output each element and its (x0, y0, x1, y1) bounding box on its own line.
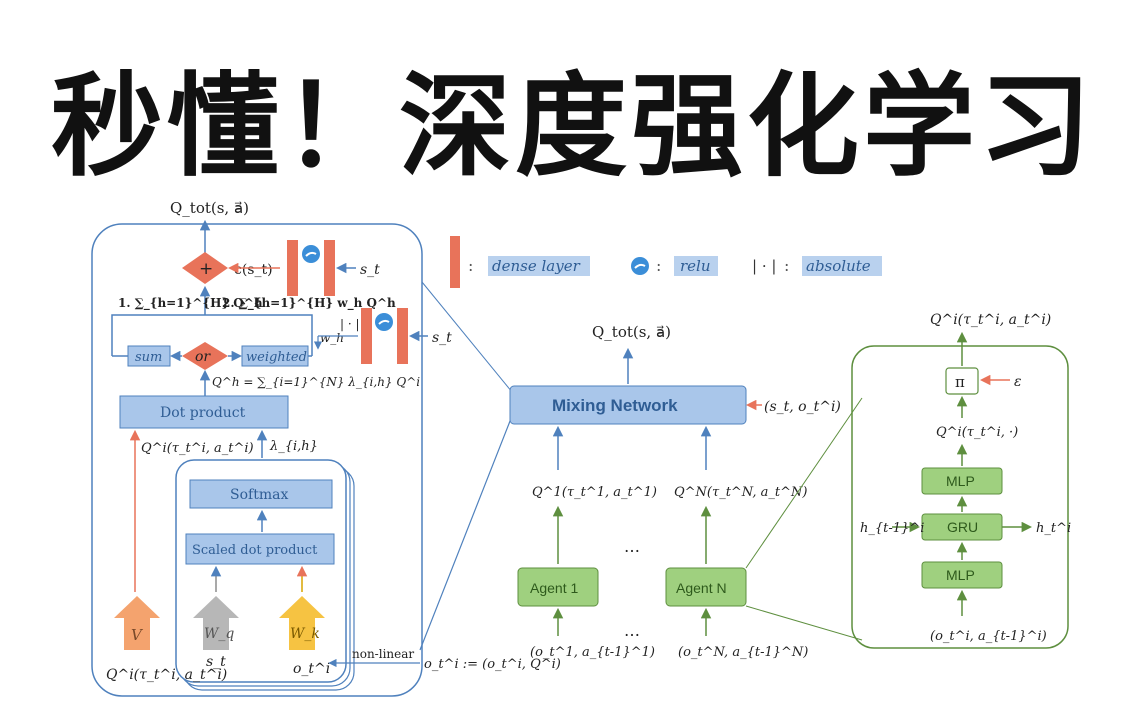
h-in-label: h_{t-1}^i (860, 521, 924, 536)
bottom-oi-label: o_t^i (293, 661, 330, 677)
attention-frame (91, 223, 423, 697)
v-label: V (131, 626, 144, 644)
legend-abs-label: absolute (806, 257, 871, 275)
weighted-label: weighted (246, 350, 307, 365)
wq-label: W_q (204, 626, 234, 642)
agent-1-label: Agent 1 (530, 580, 578, 596)
mixing-input-label: (s_t, o_t^i) (764, 399, 841, 415)
dense-layer-icon (450, 236, 460, 288)
dense-layer-icon (324, 240, 335, 296)
pi-box (945, 367, 979, 395)
softmax-label: Softmax (230, 487, 288, 503)
obs-n-label: (o_t^N, a_{t-1}^N) (678, 645, 808, 660)
agent-n-label: Agent N (676, 580, 727, 596)
wh-label: w_h (320, 331, 344, 345)
attn-qtot-label: Q_tot(s, a⃗) (170, 199, 249, 217)
gru-label: GRU (947, 519, 978, 535)
mlp-top-box (921, 467, 1003, 495)
dense-layer-icon (361, 308, 372, 364)
or-node (182, 342, 228, 370)
legend-abs-symbol: | · | (752, 257, 776, 275)
q1-label: Q^1(τ_t^1, a_t^1) (532, 485, 657, 500)
plus-node (182, 252, 228, 284)
bottom-st-label: s_t (206, 654, 226, 670)
sum-formula-2: 2. ∑_{h=1}^{H} w_h Q^h (222, 296, 396, 311)
weighted-box (241, 345, 309, 367)
or-label: or (195, 349, 211, 365)
dense-layer-icon (287, 240, 298, 296)
non-linear-label: non-linear (352, 647, 414, 661)
attention-mixing-block: Q_tot(s, a⃗) + c(s_t) s_t 1. ∑_{h=1}^{H}… (91, 199, 561, 697)
c-st-label: c(s_t) (234, 262, 273, 278)
page-title: 秒懂！深度强化学习 (51, 62, 1095, 192)
scaled-dot-label: Scaled dot product (192, 543, 318, 558)
qi-label: Q^i(τ_t^i, a_t^i) (141, 441, 254, 456)
mlp-top-label: MLP (946, 473, 975, 489)
obs-1-label: (o_t^1, a_{t-1}^1) (530, 645, 655, 660)
pi-label: π (955, 373, 965, 391)
agent-obs-label: (o_t^i, a_{t-1}^i) (930, 629, 1047, 644)
agent-detail-frame (851, 345, 1069, 649)
st-input-mid: s_t (432, 330, 452, 346)
epsilon-label: ε (1014, 374, 1022, 390)
agent-detail-block: Q^i(τ_t^i, a_t^i) π ε Q^i(τ_t^i, ·) MLP … (851, 312, 1071, 649)
oi-def-label: o_t^i := (o_t^i, Q^i) (424, 657, 561, 672)
mlp-bottom-box (921, 561, 1003, 589)
legend-colon-2: : (656, 256, 661, 275)
legend: : dense layer : relu | · | : absolute (450, 236, 882, 288)
legend-colon-1: : (468, 256, 473, 275)
bottom-ellipsis: … (624, 621, 640, 640)
v-arrow-icon: V (114, 596, 160, 650)
dot-product-box (119, 395, 289, 429)
legend-relu-label: relu (680, 257, 711, 275)
qh-formula: Q^h = ∑_{i=1}^{N} λ_{i,h} Q^i (212, 375, 420, 389)
mid-ellipsis: … (624, 537, 640, 556)
sum-formula-1: 1. ∑_{h=1}^{H} Q^h (118, 296, 263, 311)
st-input-top: s_t (360, 262, 380, 278)
mlp-bottom-label: MLP (946, 567, 975, 583)
scaled-dot-box (185, 533, 335, 565)
sum-label: sum (135, 350, 162, 365)
mixing-network-block: Q_tot(s, a⃗) Mixing Network (s_t, o_t^i)… (509, 323, 863, 660)
legend-colon-3: : (784, 256, 789, 275)
agent-1-box (517, 567, 599, 607)
agent-q-mid-label: Q^i(τ_t^i, ·) (936, 425, 1018, 440)
lambda-label: λ_{i,h} (269, 439, 318, 454)
plus-label: + (199, 259, 213, 279)
mixing-network-label: Mixing Network (552, 396, 678, 415)
qn-label: Q^N(τ_t^N, a_t^N) (674, 485, 807, 500)
mix-qtot-label: Q_tot(s, a⃗) (592, 323, 671, 341)
legend-dense-label: dense layer (492, 257, 581, 275)
wq-arrow-icon: W_q (193, 596, 239, 650)
wk-arrow-icon: W_k (279, 596, 325, 650)
softmax-box (189, 479, 333, 509)
bottom-qi-label: Q^i(τ_t^i, a_t^i) (106, 667, 227, 683)
agent-n-box (665, 567, 747, 607)
abs-small: | · | (340, 317, 360, 331)
agent-q-out-label: Q^i(τ_t^i, a_t^i) (930, 312, 1051, 328)
dot-product-label: Dot product (160, 405, 246, 421)
dense-layer-icon (397, 308, 408, 364)
h-out-label: h_t^i (1036, 521, 1071, 536)
wk-label: W_k (290, 626, 320, 642)
